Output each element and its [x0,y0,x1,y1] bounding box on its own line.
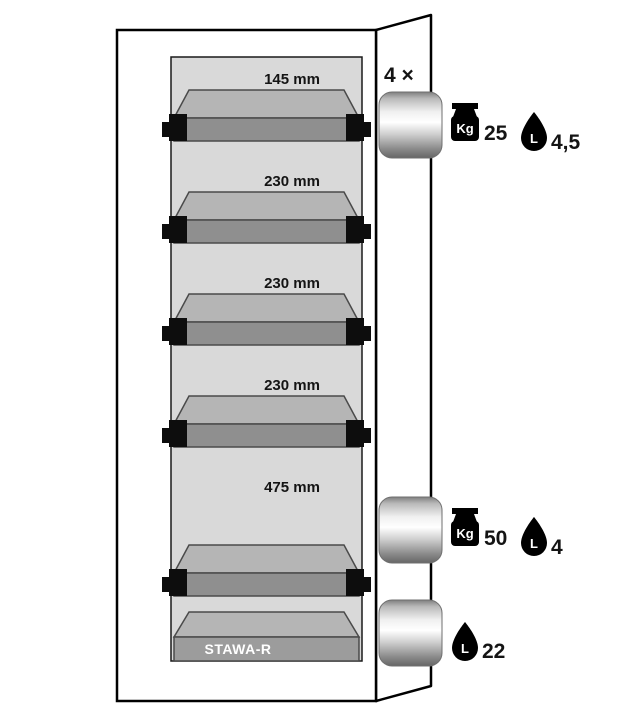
shelf-spacing-label: 230 mm [264,173,320,190]
sump-label: STAWA-R [204,641,271,657]
shelf-spacing-label: 145 mm [264,71,320,88]
volume-unit-label: L [461,641,469,656]
pullout-shelf [161,191,372,244]
spec-row: Kg 25 L 4,5 [451,103,581,154]
spec-row: L 22 [452,622,505,663]
volume-value: 4,5 [551,131,581,154]
volume-value: 4 [551,536,563,559]
volume-value: 22 [482,640,505,663]
pullout-shelf [161,544,372,597]
shelf-spacing-label: 475 mm [264,479,320,496]
weight-value: 50 [484,527,507,550]
shelf-spacing-label: 230 mm [264,275,320,292]
weight-unit-label: Kg [456,526,473,541]
weight-unit-label: Kg [456,121,473,136]
roller-cylinder [378,496,443,564]
spec-row: Kg 50 L 4 [451,508,563,559]
sump-front-face [173,636,360,662]
bottom-sump: STAWA-R [172,611,361,662]
volume-unit-label: L [530,131,538,146]
pullout-shelf [161,293,372,346]
volume-unit-label: L [530,536,538,551]
roller-cylinder [378,91,443,159]
roller-cylinder [378,599,443,667]
pullout-shelf [161,89,372,142]
pullout-shelf [161,395,372,448]
weight-value: 25 [484,122,508,145]
sump-top-surface [172,611,361,638]
shelf-spacing-label: 230 mm [264,377,320,394]
multiplier-label: 4 × [384,64,414,87]
